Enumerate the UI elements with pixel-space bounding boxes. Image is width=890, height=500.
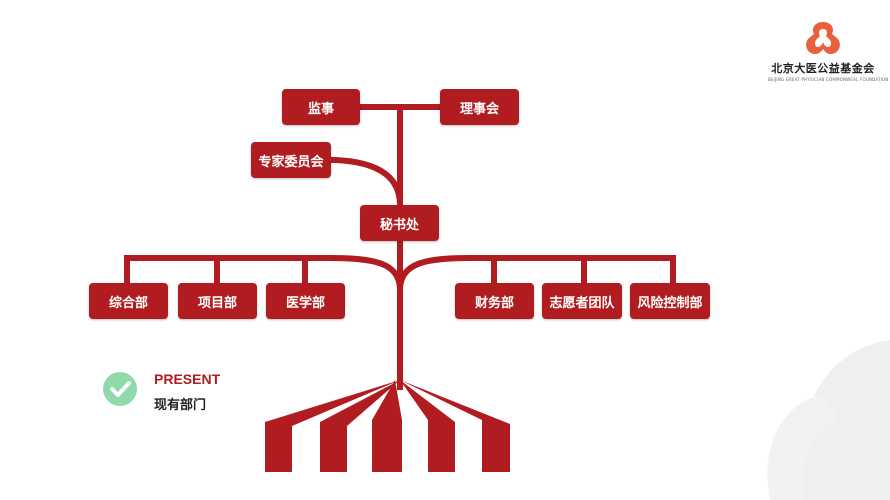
department-box-left-1: 综合部 [89,283,168,319]
board-box: 理事会 [440,89,519,125]
foundation-english-name: BEIJING GREAT PHYSICIAN COMMONWEAL FOUND… [768,77,889,82]
legend-title: PRESENT [154,371,221,387]
foundation-logo-icon [806,22,840,54]
department-box-left-2: 项目部 [178,283,257,319]
supervisor-box: 监事 [282,89,360,125]
department-box-right-2: 志愿者团队 [542,283,622,319]
department-box-right-1: 财务部 [455,283,534,319]
department-box-left-3: 医学部 [266,283,345,319]
expert-committee-box: 专家委员会 [251,142,331,178]
department-box-right-3: 风险控制部 [630,283,710,319]
legend-subtitle: 现有部门 [154,398,207,413]
foundation-logo: 北京大医公益基金会 BEIJING GREAT PHYSICIAN COMMON… [768,18,889,82]
secretariat-box: 秘书处 [360,205,439,241]
check-circle-icon [103,372,137,406]
foundation-name: 北京大医公益基金会 [771,62,875,75]
